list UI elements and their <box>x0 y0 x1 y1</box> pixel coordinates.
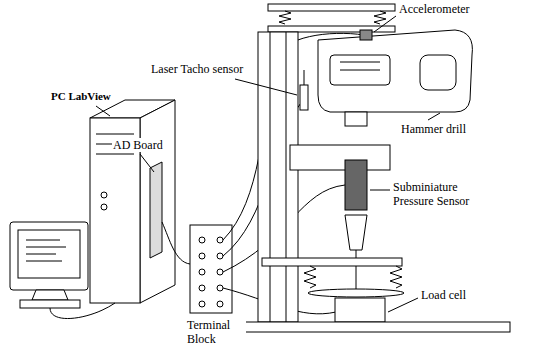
laser-tacho <box>300 85 308 110</box>
board-label: AD Board <box>112 138 164 152</box>
load-cell <box>335 298 385 322</box>
accelerometer <box>360 30 372 40</box>
sensor-label: Accelerometer <box>398 2 471 16</box>
sensor-label: Load cell <box>420 288 467 302</box>
pressure-sensor <box>345 160 367 210</box>
tool-label: Hammer drill <box>400 122 467 136</box>
computer-label: PC LabView <box>50 90 112 103</box>
sensor-label: Subminiature Pressure Sensor <box>392 180 494 209</box>
terminal-block <box>190 225 232 313</box>
monitor <box>10 222 88 308</box>
test-rig <box>240 4 510 332</box>
pc-tower <box>90 100 175 303</box>
sensor-label: Laser Tacho sensor <box>150 62 244 76</box>
ad-board <box>150 162 162 258</box>
block-label: Terminal Block <box>186 318 246 347</box>
leader-lines <box>96 16 440 312</box>
